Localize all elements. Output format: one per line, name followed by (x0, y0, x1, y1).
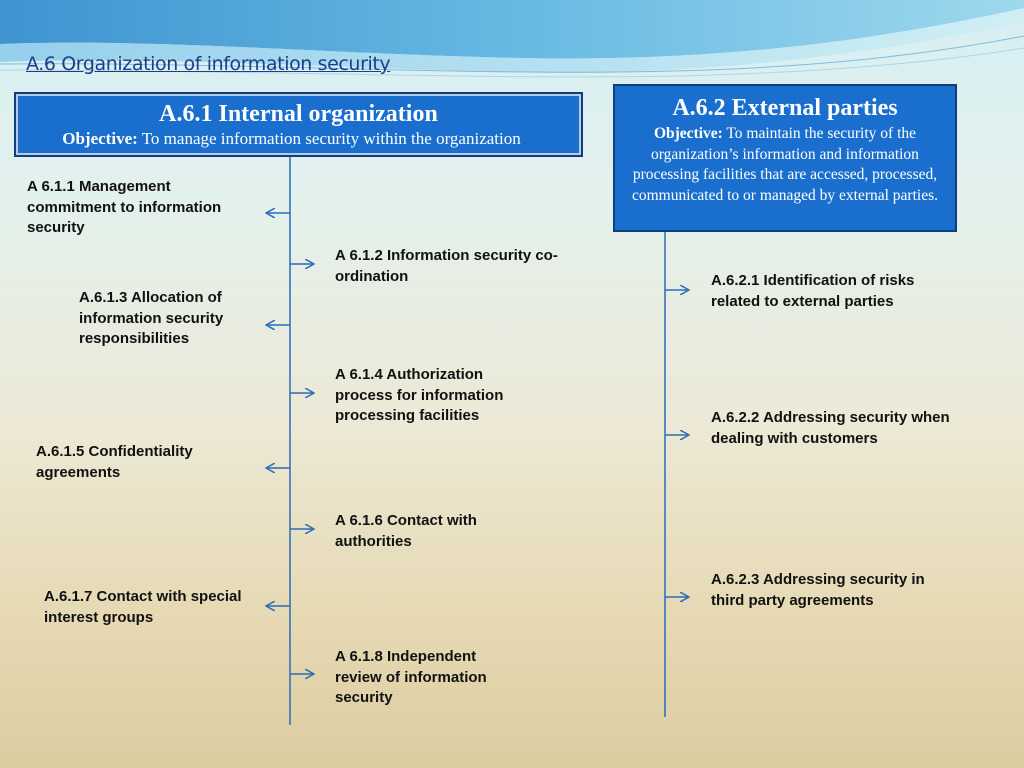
item-a612: A 6.1.2 Information security co-ordinati… (335, 247, 558, 285)
item-a618: A 6.1.8 Independent review of informatio… (335, 648, 487, 706)
internal-organization-heading: A.6.1 Internal organization (159, 101, 438, 127)
item-a614: A 6.1.4 Authorization process for inform… (335, 366, 504, 424)
external-objective-text: To maintain the security of the organiza… (631, 125, 938, 204)
external-parties-heading: A.6.2 External parties (672, 95, 898, 121)
item-a617: A.6.1.7 Contact with special interest gr… (44, 588, 242, 626)
item-a611: A 6.1.1 Management commitment to informa… (27, 178, 222, 236)
item-a621: A.6.2.1 Identification of risks related … (711, 272, 915, 310)
internal-organization-box: A.6.1 Internal organization Objective: T… (14, 92, 583, 157)
page-title: A.6 Organization of information security (26, 53, 391, 75)
item-a615: A.6.1.5 Confidentiality agreements (36, 443, 193, 481)
internal-objective-label: Objective: (62, 129, 138, 148)
item-a613: A.6.1.3 Allocation of information securi… (79, 289, 224, 347)
item-a623: A.6.2.3 Addressing security in third par… (711, 571, 925, 609)
external-objective: Objective: To maintain the security of t… (623, 124, 947, 206)
external-objective-label: Objective: (653, 125, 723, 142)
internal-objective-text: To manage information security within th… (137, 129, 521, 148)
item-a622: A.6.2.2 Addressing security when dealing… (711, 409, 950, 447)
external-parties-box: A.6.2 External parties Objective: To mai… (613, 84, 957, 232)
internal-objective: Objective: To manage information securit… (2, 129, 581, 149)
item-a616: A 6.1.6 Contact with authorities (335, 512, 477, 550)
header-wave-decoration (0, 0, 1024, 78)
